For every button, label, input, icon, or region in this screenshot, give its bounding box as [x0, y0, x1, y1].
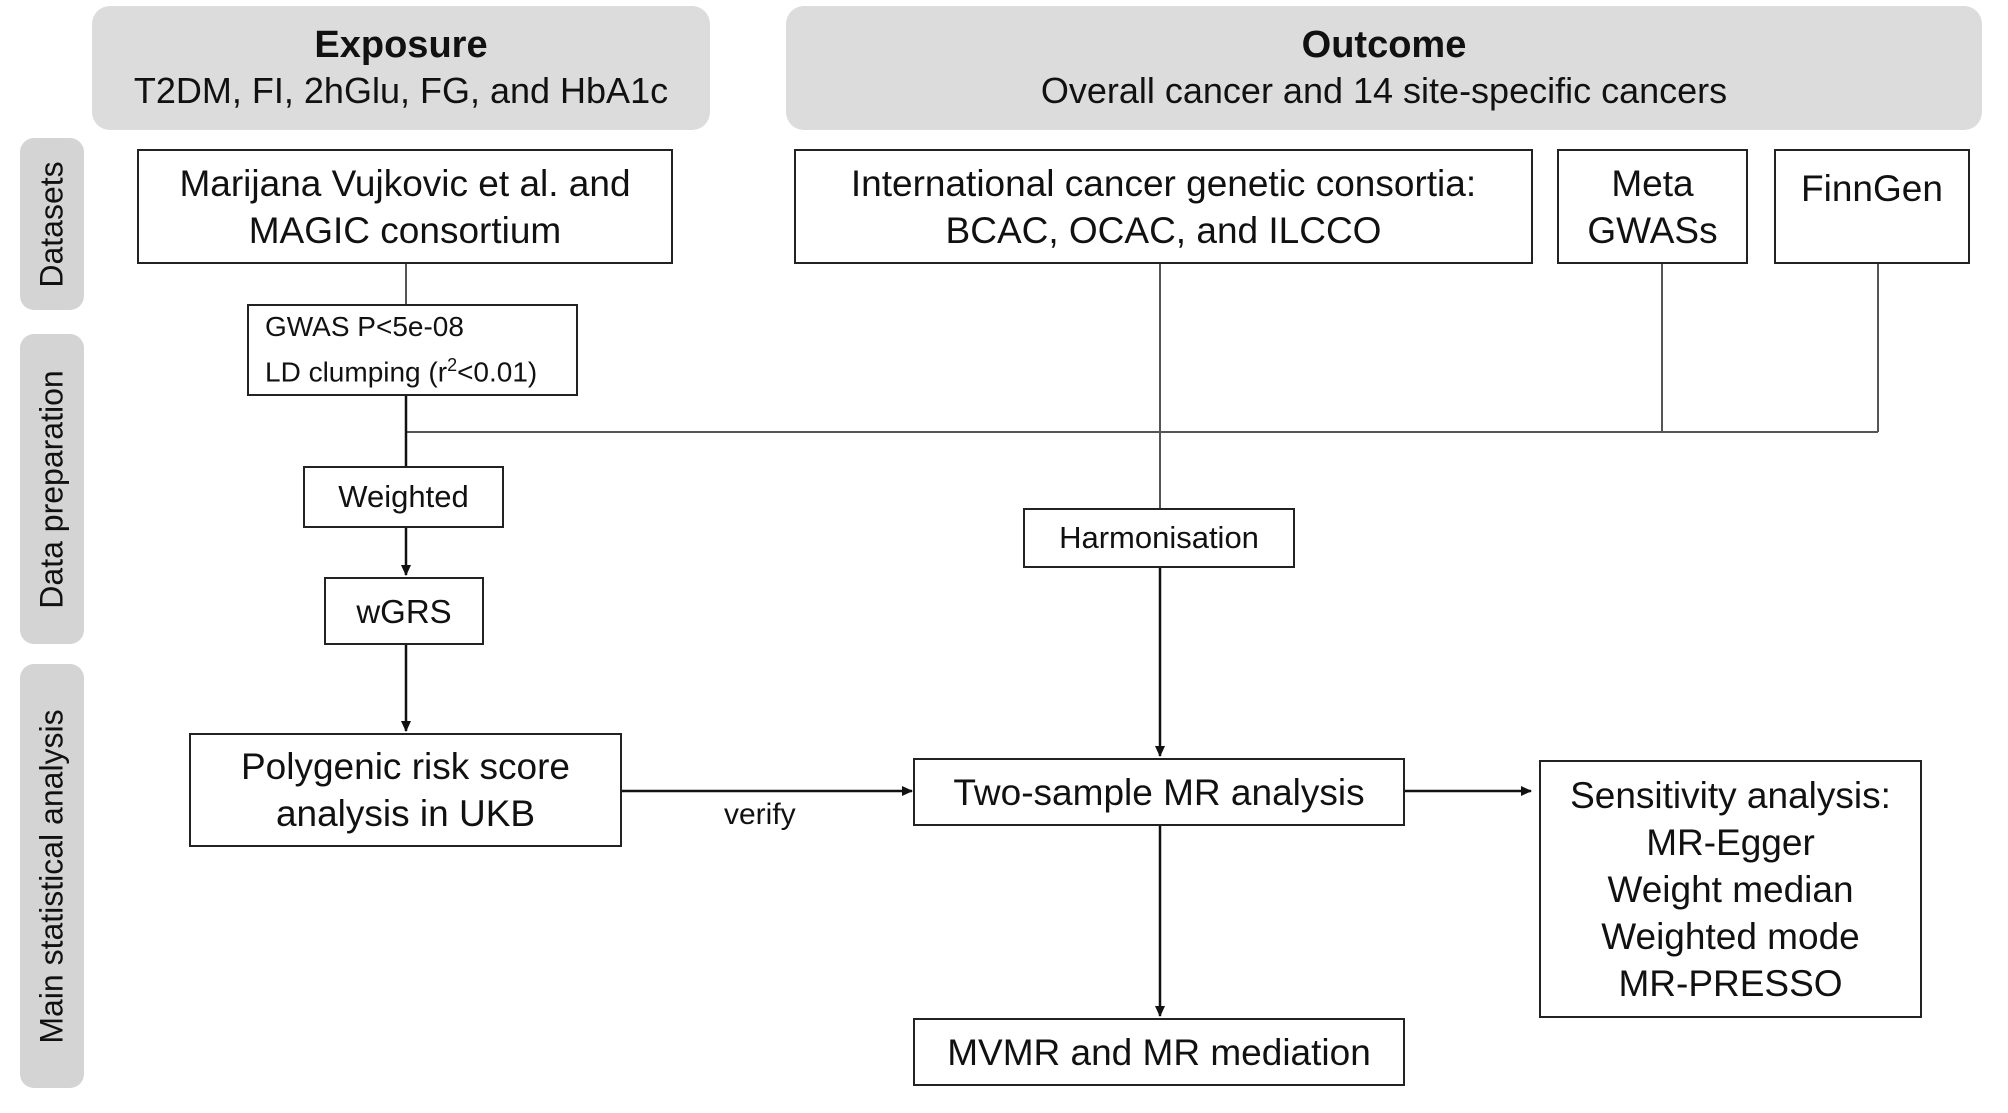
weighted-label: Weighted [338, 479, 469, 514]
wgrs-label: wGRS [356, 592, 452, 630]
vujkovic-magic-box: Marijana Vujkovic et al. and MAGIC conso… [137, 149, 673, 264]
meta-line-2: GWASs [1587, 209, 1718, 251]
meta-gwas-box: Meta GWASs [1557, 149, 1748, 264]
vujkovic-line-2: MAGIC consortium [248, 209, 562, 251]
intl-line-2: BCAC, OCAC, and ILCCO [945, 209, 1382, 251]
mvmr-mediation-box: MVMR and MR mediation [913, 1018, 1405, 1086]
mvmr-mediation-label: MVMR and MR mediation [947, 1031, 1371, 1073]
section-data-preparation: Data preparation [20, 334, 84, 644]
vujkovic-line-1: Marijana Vujkovic et al. and [179, 162, 631, 204]
ld-clumping-text: LD clumping (r2<0.01) [265, 355, 538, 388]
gwas-clumping-box: GWAS P<5e-08 LD clumping (r2<0.01) [247, 304, 578, 396]
international-consortia-box: International cancer genetic consortia: … [794, 149, 1533, 264]
exposure-subtitle: T2DM, FI, 2hGlu, FG, and HbA1c [133, 70, 669, 111]
exposure-header: Exposure T2DM, FI, 2hGlu, FG, and HbA1c [92, 6, 710, 130]
outcome-header: Outcome Overall cancer and 14 site-speci… [786, 6, 1982, 130]
sensitivity-mr-egger: MR-Egger [1646, 821, 1815, 863]
outcome-subtitle: Overall cancer and 14 site-specific canc… [1040, 70, 1728, 111]
harmonisation-label: Harmonisation [1059, 520, 1259, 555]
sensitivity-weighted-mode: Weighted mode [1601, 915, 1860, 957]
prs-line-1: Polygenic risk score [240, 746, 570, 787]
outcome-title: Outcome [1301, 24, 1467, 66]
sensitivity-analysis-box: Sensitivity analysis: MR-Egger Weight me… [1539, 760, 1922, 1018]
verify-label: verify [724, 798, 796, 831]
section-datasets-label: Datasets [33, 160, 70, 288]
harmonisation-box: Harmonisation [1023, 508, 1295, 568]
polygenic-risk-score-box: Polygenic risk score analysis in UKB [189, 733, 622, 847]
section-data-preparation-label: Data preparation [33, 369, 70, 609]
intl-line-1: International cancer genetic consortia: [850, 162, 1477, 204]
section-main-statistical-analysis: Main statistical analysis [20, 664, 84, 1088]
wgrs-box: wGRS [324, 577, 484, 645]
finngen-box: FinnGen [1774, 149, 1970, 264]
sensitivity-mr-presso: MR-PRESSO [1618, 962, 1843, 1004]
finngen-label: FinnGen [1801, 168, 1943, 209]
two-sample-mr-box: Two-sample MR analysis [913, 758, 1405, 826]
prs-line-2: analysis in UKB [275, 793, 536, 834]
meta-line-1: Meta [1611, 162, 1694, 204]
gwas-threshold-text: GWAS P<5e-08 [265, 311, 464, 343]
weighted-box: Weighted [303, 466, 504, 528]
exposure-title: Exposure [314, 24, 488, 66]
two-sample-mr-label: Two-sample MR analysis [953, 771, 1365, 813]
section-main-analysis-label: Main statistical analysis [33, 708, 70, 1044]
sensitivity-weight-median: Weight median [1607, 868, 1854, 910]
section-datasets: Datasets [20, 138, 84, 310]
sensitivity-title: Sensitivity analysis: [1570, 774, 1891, 816]
